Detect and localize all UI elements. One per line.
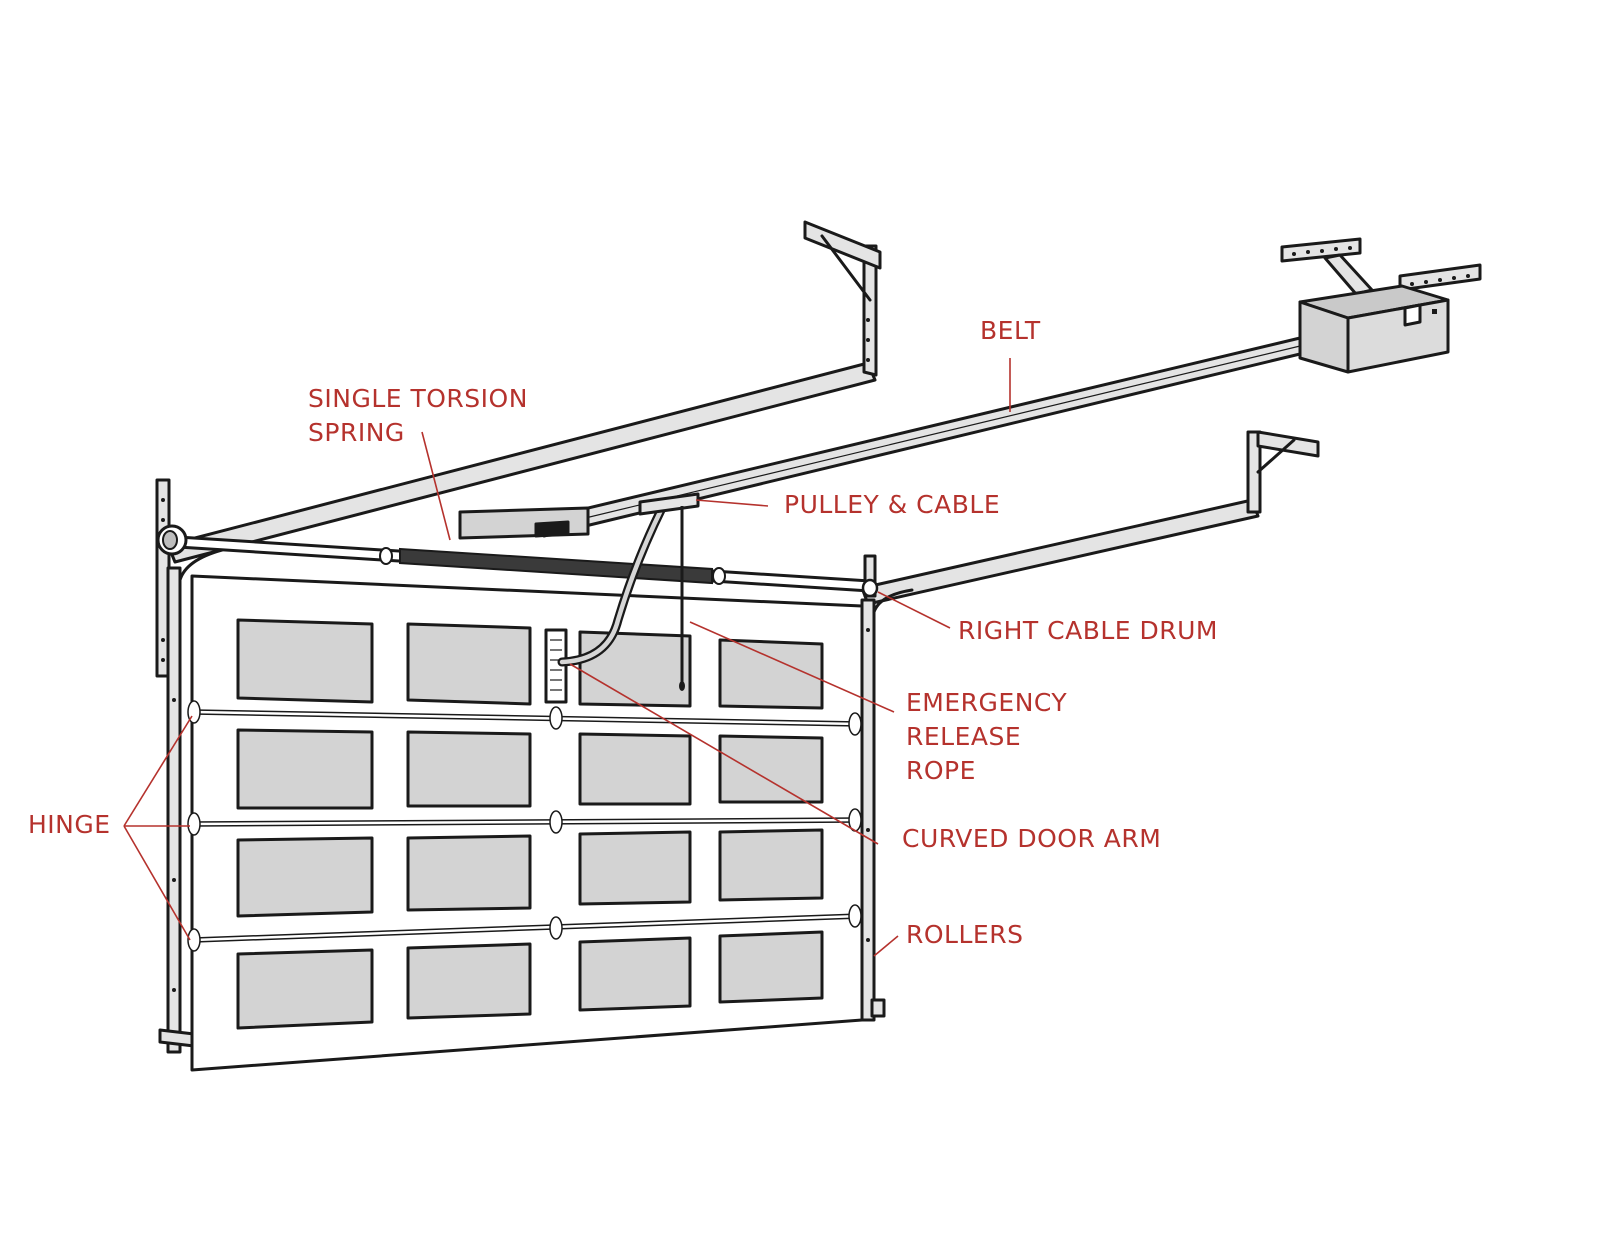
hinge (848, 904, 862, 928)
left-overhead-track (166, 220, 882, 564)
window (236, 836, 374, 918)
label-single-torsion-spring-line2: SPRING (308, 418, 405, 447)
label-belt: BELT (980, 316, 1041, 345)
label-emergency-release-rope-line1: EMERGENCY (906, 688, 1068, 717)
window (236, 618, 374, 704)
window (718, 828, 824, 902)
label-pulley-and-cable: PULLEY & CABLE (784, 490, 1001, 519)
label-emergency-release-rope-line3: ROPE (906, 756, 976, 785)
label-rollers: ROLLERS (906, 920, 1024, 949)
hinge (187, 928, 201, 952)
hinge (549, 916, 563, 940)
hinge (549, 706, 563, 730)
label-single-torsion-spring-line1: SINGLE TORSION (308, 384, 528, 413)
door-bracket (534, 520, 570, 538)
right-cable-drum (861, 578, 879, 598)
pulley-and-cable (638, 492, 700, 691)
curved-door-arm (544, 499, 669, 704)
label-hinge: HINGE (28, 810, 111, 839)
window (406, 730, 532, 808)
opener-motor-unit (1280, 237, 1482, 374)
window (578, 936, 692, 1012)
window (578, 830, 692, 906)
label-emergency-release-rope-line2: RELEASE (906, 722, 1022, 751)
left-cable-drum (156, 524, 188, 556)
door-windows (236, 618, 824, 1030)
window (236, 948, 374, 1030)
window (718, 638, 824, 710)
label-curved-door-arm: CURVED DOOR ARM (902, 824, 1162, 853)
window (406, 622, 532, 706)
panel-seams (193, 709, 861, 943)
hinges (187, 700, 862, 952)
window (406, 834, 532, 912)
window (236, 728, 374, 810)
label-right-cable-drum: RIGHT CABLE DRUM (958, 616, 1219, 645)
window (718, 930, 824, 1004)
window (406, 942, 532, 1020)
hinge (549, 810, 563, 834)
window (718, 734, 824, 804)
window (578, 630, 692, 708)
right-vertical-track (860, 554, 914, 1022)
hinge (848, 712, 862, 736)
leader-lines (123, 358, 1011, 957)
hinge (187, 812, 201, 836)
window (578, 732, 692, 806)
